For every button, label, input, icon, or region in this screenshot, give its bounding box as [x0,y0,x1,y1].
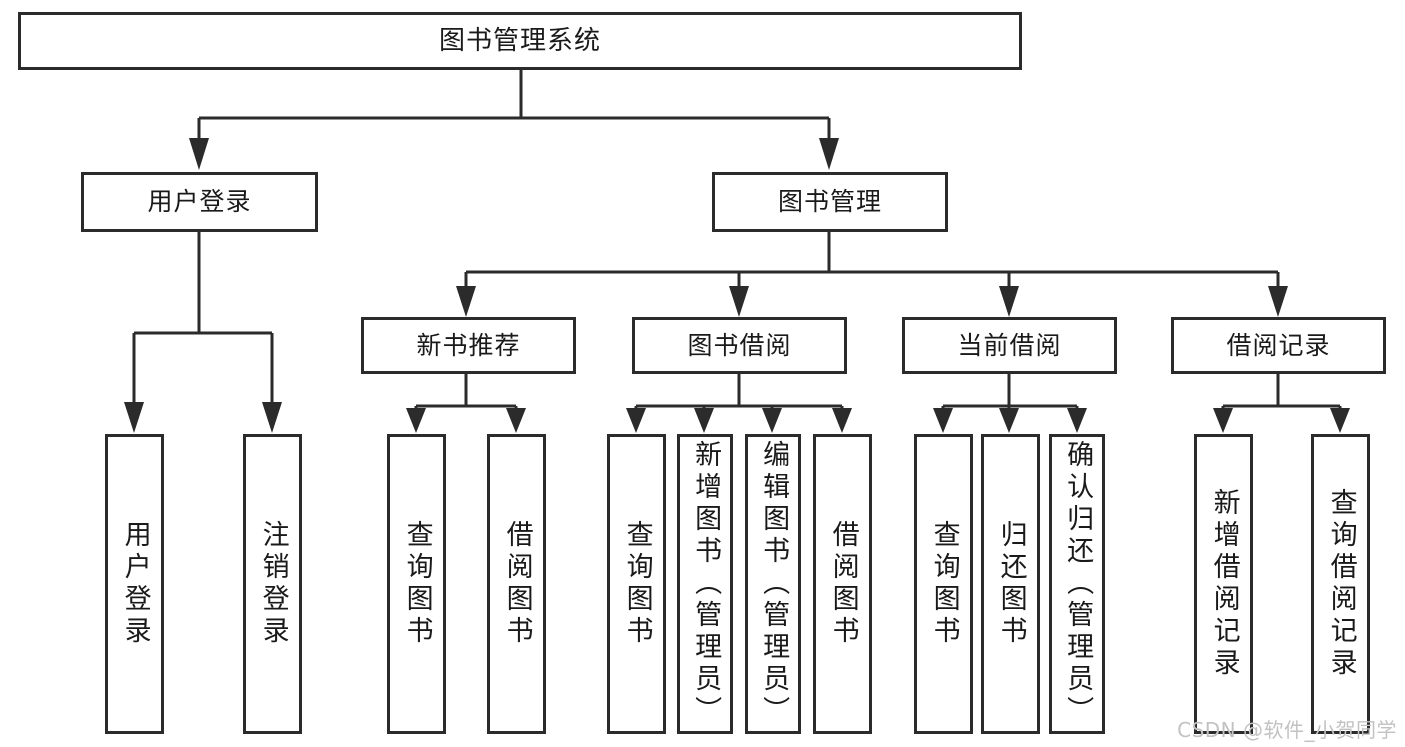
arrow-borrow-record [1268,286,1288,317]
arrow-current-borrow [999,286,1019,317]
arrow-query-record [1330,408,1350,433]
node-leaf-edit-book[interactable]: 编辑图书（管理员） [745,434,801,734]
node-leaf-query-book-b[interactable]: 查询图书 [607,434,666,734]
arrow-user-login [189,138,209,170]
node-current-borrow-label: 当前借阅 [957,330,1062,360]
node-new-book-rec[interactable]: 新书推荐 [361,317,576,374]
node-user-login-label: 用户登录 [147,187,252,217]
arrow-query-book-b [626,408,646,433]
csdn-watermark: CSDN @软件_小贺同学 [1177,718,1397,742]
node-borrow-record-label: 借阅记录 [1226,330,1331,360]
node-leaf-add-record[interactable]: 新增借阅记录 [1194,434,1253,734]
node-root-label: 图书管理系统 [438,25,601,56]
arrow-confirm-return [1067,408,1087,433]
node-leaf-query-book-a-label: 查询图书 [401,520,433,648]
node-leaf-query-book-b-label: 查询图书 [621,520,653,648]
arrow-new-book-rec [456,286,476,317]
node-leaf-add-book-label: 新增图书（管理员） [690,440,722,728]
arrow-leaf-user-login [124,402,144,433]
node-book-manage-label: 图书管理 [777,187,882,217]
arrow-borrow-book-a [506,408,526,433]
arrow-book-borrow [729,286,749,317]
arrow-book-manage [819,138,839,170]
node-leaf-borrow-book-a[interactable]: 借阅图书 [487,434,546,734]
node-leaf-logout[interactable]: 注销登录 [243,434,302,734]
node-root[interactable]: 图书管理系统 [18,12,1022,70]
node-leaf-edit-book-label: 编辑图书（管理员） [758,440,790,728]
node-leaf-borrow-book-b[interactable]: 借阅图书 [813,434,872,734]
node-leaf-query-book-c-label: 查询图书 [928,520,960,648]
arrow-query-book-a [406,408,426,433]
arrow-query-book-c [933,408,953,433]
node-user-login[interactable]: 用户登录 [81,172,318,232]
node-current-borrow[interactable]: 当前借阅 [902,317,1117,374]
node-book-manage[interactable]: 图书管理 [712,172,948,232]
node-leaf-borrow-book-b-label: 借阅图书 [827,520,859,648]
node-leaf-confirm-return-label: 确认归还（管理员） [1062,440,1094,728]
node-borrow-record[interactable]: 借阅记录 [1171,317,1386,374]
arrow-add-book [694,408,714,433]
arrow-return-book [999,408,1019,433]
node-leaf-return-book[interactable]: 归还图书 [981,434,1040,734]
node-leaf-add-book[interactable]: 新增图书（管理员） [677,434,733,734]
node-book-borrow-label: 图书借阅 [687,330,792,360]
node-leaf-confirm-return[interactable]: 确认归还（管理员） [1049,434,1105,734]
arrow-borrow-book-b [832,408,852,433]
node-leaf-logout-label: 注销登录 [257,520,289,648]
node-leaf-user-login-label: 用户登录 [119,520,151,648]
node-leaf-query-book-a[interactable]: 查询图书 [387,434,446,734]
node-leaf-add-record-label: 新增借阅记录 [1208,488,1240,680]
node-leaf-borrow-book-a-label: 借阅图书 [501,520,533,648]
node-leaf-user-login[interactable]: 用户登录 [105,434,164,734]
arrow-add-record [1213,408,1233,433]
node-leaf-query-record[interactable]: 查询借阅记录 [1311,434,1370,734]
node-book-borrow[interactable]: 图书借阅 [632,317,847,374]
arrow-leaf-logout [262,402,282,433]
node-leaf-query-book-c[interactable]: 查询图书 [914,434,973,734]
node-leaf-query-record-label: 查询借阅记录 [1325,488,1357,680]
arrow-edit-book [762,408,782,433]
node-leaf-return-book-label: 归还图书 [995,520,1027,648]
node-new-book-rec-label: 新书推荐 [416,330,521,360]
